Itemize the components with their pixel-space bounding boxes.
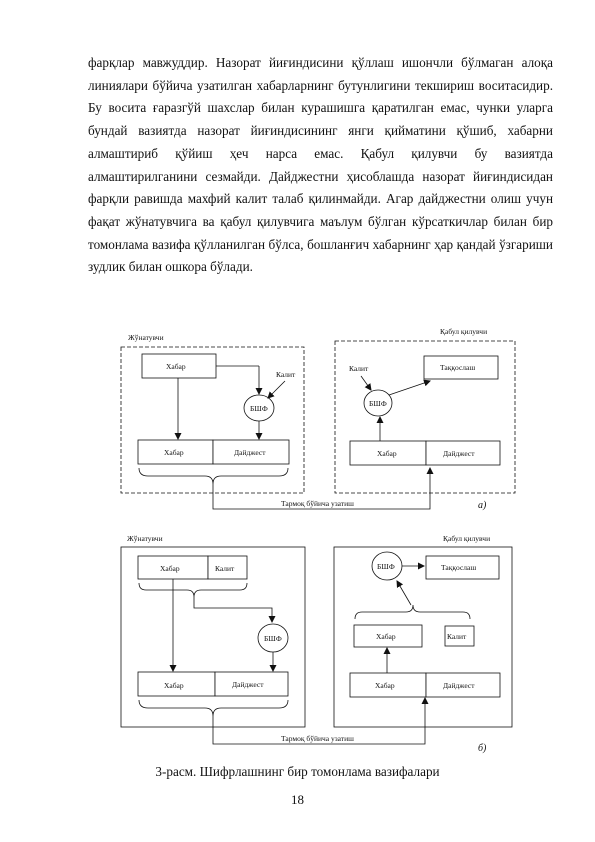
- a-receiver-label: Қабул қилувчи: [440, 327, 487, 336]
- a-sender-key-text: Калит: [276, 370, 296, 379]
- a-arrow-key-to-bsh: [267, 380, 286, 399]
- b-receiver-key-box: [444, 625, 475, 647]
- a-sender-frame: [120, 346, 305, 494]
- a-sender-out-message-text: Хабар: [164, 448, 184, 457]
- b-network-text: Тармоқ бўйича узатиш: [281, 734, 354, 743]
- a-receiver-frame: [334, 340, 516, 494]
- a-receiver-compare-text: Таққослаш: [440, 363, 475, 372]
- b-sender-top-brace: [138, 582, 248, 598]
- a-receiver-compare-box: [423, 355, 499, 380]
- b-receiver-brace: [354, 604, 471, 620]
- b-receiver-frame: [333, 546, 513, 728]
- b-receiver-compare-box: [425, 555, 500, 580]
- b-sender-out-message-text: Хабар: [164, 681, 184, 690]
- b-receiver-label: Қабул қилувчи: [443, 534, 490, 543]
- b-receiver-in-message-box: [349, 672, 427, 698]
- a-sender-out-digest-box: [212, 439, 290, 465]
- a-network-text: Тармоқ бўйича узатиш: [281, 499, 354, 508]
- a-network-line: [212, 467, 434, 510]
- b-sender-out-message-box: [137, 671, 216, 697]
- b-arrow-brace-to-bsh: [193, 597, 276, 623]
- b-sender-bottom-brace: [138, 699, 289, 717]
- a-receiver-bsh-text: БШФ: [369, 399, 387, 408]
- b-receiver-in-digest-text: Дайджест: [443, 681, 475, 690]
- b-sender-key-box: [207, 555, 248, 580]
- a-sender-bsh-text: БШФ: [250, 404, 268, 413]
- b-sender-bsh-text: БШФ: [264, 634, 282, 643]
- a-sender-out-digest-text: Дайджест: [234, 448, 266, 457]
- b-letter: б): [478, 743, 487, 754]
- b-receiver-in-digest-box: [425, 672, 501, 698]
- b-receiver-compare-text: Таққослаш: [441, 563, 476, 572]
- b-sender-label: Жўнатувчи: [127, 534, 163, 543]
- figure-caption: 3-расм. Шифрлашнинг бир томонлама вазифа…: [155, 764, 440, 779]
- b-sender-out-digest-box: [214, 671, 289, 697]
- body-paragraph: фарқлар мавжуддир. Назорат йиғиндисини қ…: [88, 55, 553, 275]
- b-network-line: [212, 697, 429, 745]
- a-arrow-key-to-bsh-recv: [360, 375, 372, 391]
- a-sender-out-message-box: [137, 439, 214, 465]
- a-sender-message-text: Хабар: [166, 362, 186, 371]
- a-receiver-in-message-text: Хабар: [377, 449, 397, 458]
- b-arrow-brace-to-bsh: [396, 580, 412, 606]
- a-sender-brace: [138, 467, 289, 485]
- a-receiver-in-digest-box: [425, 440, 501, 466]
- a-letter: а): [478, 500, 487, 511]
- b-receiver-in-message-text: Хабар: [375, 681, 395, 690]
- diagram-a: Жўнатувчи Қабул қилувчи Хабар Калит БШФ …: [120, 327, 516, 511]
- page-number: 18: [291, 792, 304, 807]
- b-receiver-key-text: Калит: [447, 632, 467, 641]
- b-sender-message-text: Хабар: [160, 564, 180, 573]
- b-sender-out-digest-text: Дайджест: [232, 680, 264, 689]
- a-receiver-key-text: Калит: [349, 364, 369, 373]
- b-receiver-message-text: Хабар: [376, 632, 396, 641]
- a-receiver-in-digest-text: Дайджест: [443, 449, 475, 458]
- a-sender-label: Жўнатувчи: [128, 333, 164, 342]
- b-sender-key-text: Калит: [215, 564, 235, 573]
- a-arrow-bsh-to-compare: [388, 379, 431, 396]
- diagram-b: Жўнатувчи Қабул қилувчи Хабар Калит БШФ …: [120, 534, 513, 754]
- b-receiver-bsh-text: БШФ: [377, 562, 395, 571]
- a-receiver-in-message-box: [349, 440, 427, 466]
